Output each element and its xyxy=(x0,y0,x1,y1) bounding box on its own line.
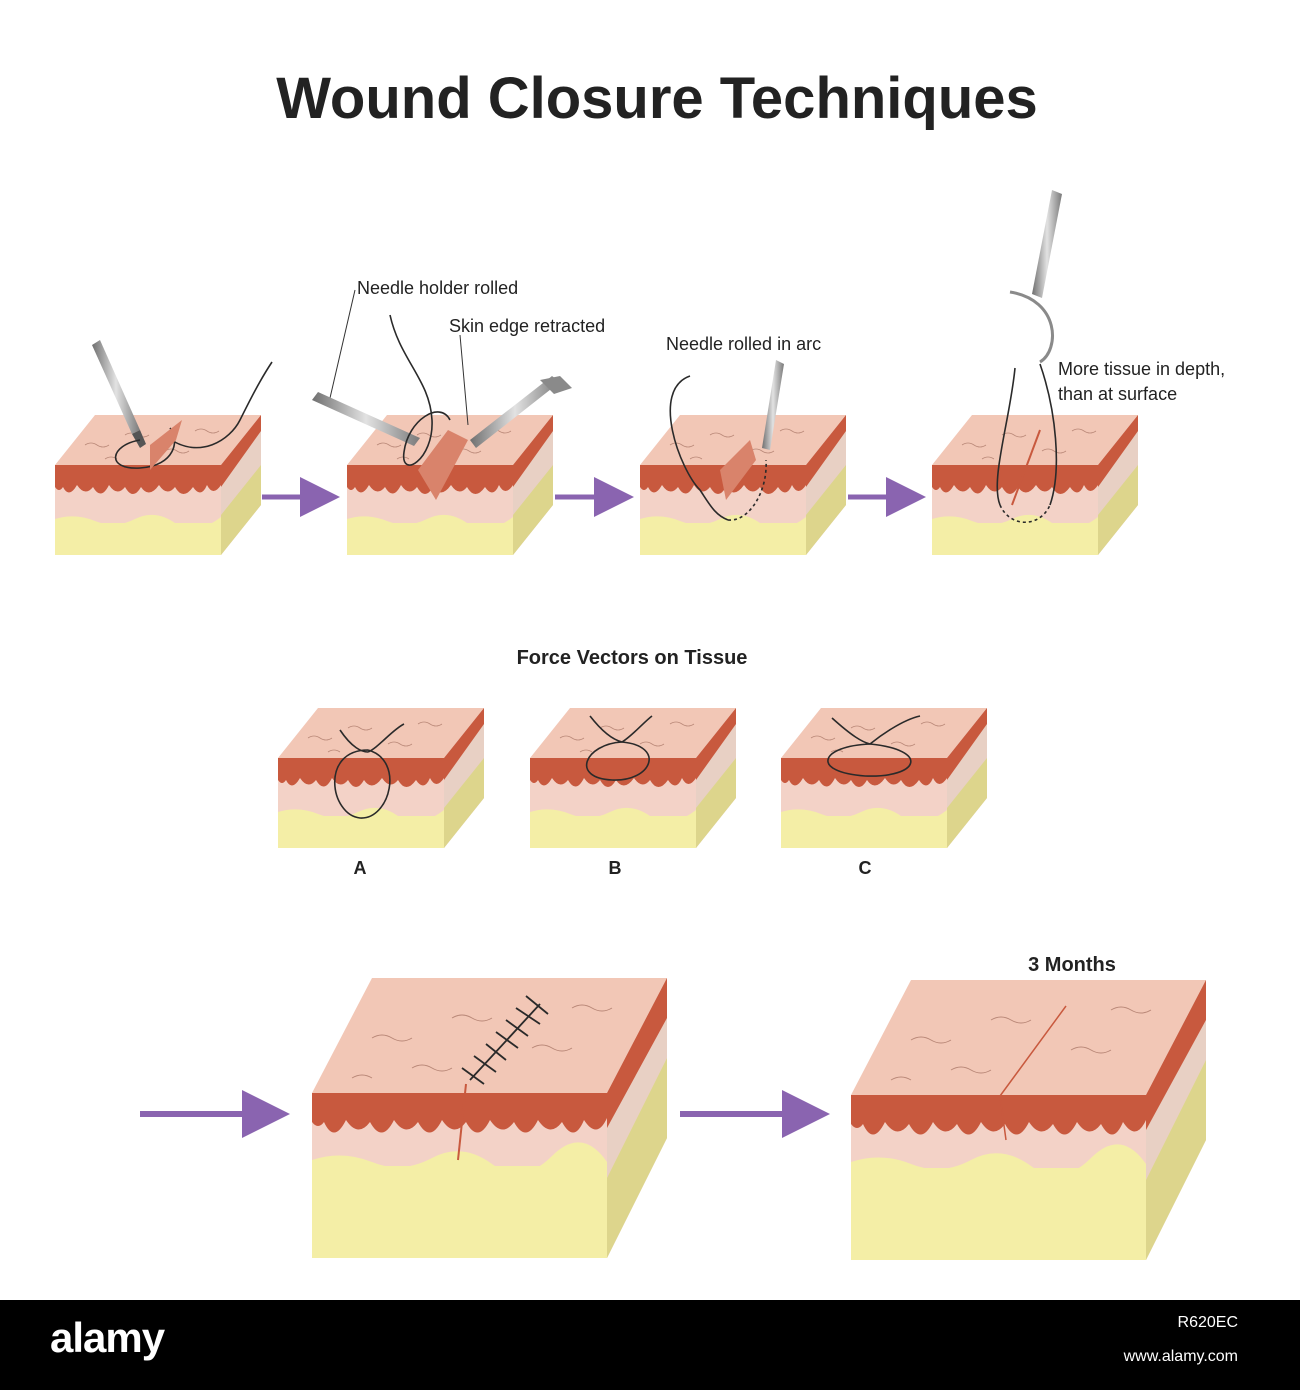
footer-bar: alamy R620EC www.alamy.com xyxy=(0,1300,1300,1390)
wound-incision-2 xyxy=(418,430,468,500)
skin-block-step-3 xyxy=(639,414,847,556)
suture-thread-2 xyxy=(389,314,451,466)
wound-incision-4 xyxy=(1011,429,1041,506)
label-force-b: B xyxy=(609,858,622,878)
brand-logo: alamy xyxy=(50,1314,165,1361)
suture-loop-a xyxy=(333,723,405,819)
skin-block-sutured xyxy=(311,977,668,1259)
suture-dotted xyxy=(999,504,1051,523)
label-3-months: 3 Months xyxy=(1028,954,1116,976)
suture-thread-4 xyxy=(996,363,1058,506)
leader-line xyxy=(329,289,356,399)
section-heading-force-vectors: Force Vectors on Tissue xyxy=(517,647,748,669)
needle-holder-icon xyxy=(1032,190,1062,298)
page-title: Wound Closure Techniques xyxy=(276,66,1038,131)
skin-block-force-b xyxy=(529,707,737,849)
skin-block-force-a xyxy=(277,707,485,849)
wound-incision-closed xyxy=(457,1083,467,1161)
suture-thread-1 xyxy=(114,361,273,469)
label-depth-line-2: than at surface xyxy=(1058,384,1177,404)
leader-line xyxy=(459,334,469,426)
suture-loop-b xyxy=(585,715,653,781)
label-force-c: C xyxy=(859,858,872,878)
skin-block-force-c xyxy=(780,707,988,849)
suture-dotted xyxy=(727,459,767,521)
healed-scar xyxy=(999,1005,1067,1141)
running-suture xyxy=(461,995,549,1085)
suture-thread-3 xyxy=(669,375,729,521)
label-force-a: A xyxy=(354,858,367,878)
image-id: R620EC xyxy=(1177,1314,1238,1331)
label-skin-edge-retracted: Skin edge retracted xyxy=(449,316,605,336)
site-url: www.alamy.com xyxy=(1123,1348,1238,1365)
suture-needle-icon xyxy=(1009,290,1054,364)
forceps-icon xyxy=(470,376,572,448)
skin-block-healed xyxy=(850,979,1207,1261)
wound-incision-1 xyxy=(150,420,182,470)
wound-incision-3 xyxy=(720,440,756,500)
needle-holder-icon xyxy=(312,392,420,446)
label-needle-holder-rolled: Needle holder rolled xyxy=(357,278,518,298)
needle-holder-icon xyxy=(762,360,784,450)
label-needle-rolled-in-arc: Needle rolled in arc xyxy=(666,334,821,354)
skin-block-step-4 xyxy=(931,414,1139,556)
needle-holder-icon xyxy=(92,340,146,448)
skin-block-step-1 xyxy=(54,414,262,556)
diagram-canvas: Wound Closure Techniques xyxy=(54,66,1225,1261)
label-depth-line-1: More tissue in depth, xyxy=(1058,359,1225,379)
suture-loop-c xyxy=(827,715,921,777)
